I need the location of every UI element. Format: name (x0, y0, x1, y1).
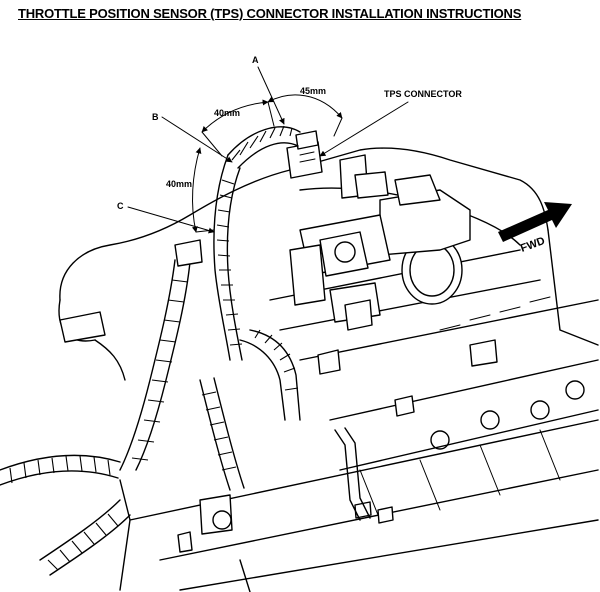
dimension-45mm-label: 45mm (300, 86, 326, 96)
tps-connector (286, 130, 323, 179)
callout-a-label: A (252, 55, 259, 65)
callout-a: A (252, 55, 285, 125)
callout-tps-connector: TPS CONNECTOR (319, 89, 462, 157)
dimension-40mm-top-label: 40mm (214, 108, 240, 118)
tps-connector-label: TPS CONNECTOR (384, 89, 462, 99)
fwd-label: FWD (519, 235, 547, 255)
callout-b: B (152, 112, 233, 163)
dimension-40mm-side-label: 40mm (166, 179, 192, 189)
wire-harness (0, 125, 301, 576)
dimension-40mm-top: 40mm (201, 99, 269, 157)
callout-c: C (117, 201, 215, 234)
dimension-45mm: 45mm (267, 86, 343, 137)
forward-direction-arrow: FWD (498, 202, 572, 255)
throttle-body (289, 154, 471, 331)
callout-b-label: B (152, 112, 159, 122)
dimension-40mm-side: 40mm (166, 147, 215, 233)
page-title: THROTTLE POSITION SENSOR (TPS) CONNECTOR… (18, 6, 522, 21)
callout-c-label: C (117, 201, 124, 211)
engine-details (59, 239, 585, 553)
